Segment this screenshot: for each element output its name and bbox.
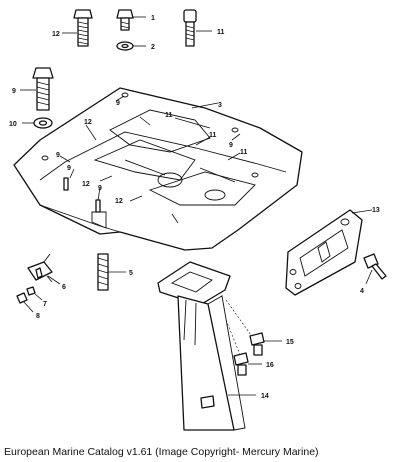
callout-10: 10: [9, 121, 17, 128]
callout-12: 12: [82, 181, 90, 188]
callout-1: 1: [151, 15, 155, 22]
callout-9: 9: [229, 142, 233, 149]
callout-9: 9: [56, 152, 60, 159]
callout-11: 11: [240, 149, 248, 156]
callout-16: 16: [266, 362, 274, 369]
callout-8: 8: [36, 313, 40, 320]
callout-9: 9: [67, 165, 71, 172]
callout-6: 6: [62, 284, 66, 291]
part-2-washer: [116, 41, 146, 51]
callout-12: 12: [115, 198, 123, 205]
part-14-column: [157, 261, 259, 431]
callout-14: 14: [261, 393, 269, 400]
callout-11: 11: [209, 132, 217, 139]
part-16-bolt: [233, 352, 262, 376]
callout-7: 7: [43, 301, 47, 308]
part-6-sensor: [27, 253, 61, 285]
callout-15: 15: [286, 339, 294, 346]
callout-2: 2: [151, 44, 155, 51]
part-9-bolt: [20, 67, 54, 111]
callout-13: 13: [372, 207, 380, 214]
part-3-mounting-plate: [13, 87, 303, 251]
part-1-bolt: [116, 9, 146, 31]
part-15-bolt: [249, 332, 282, 356]
callout-9: 9: [116, 100, 120, 107]
part-4-screw: [363, 253, 387, 285]
callout-12: 12: [52, 31, 60, 38]
part-12-bolt: [62, 9, 93, 47]
callout-9: 9: [98, 185, 102, 192]
part-7-pin: [26, 286, 43, 301]
part-10-washer: [22, 117, 53, 129]
callout-11: 11: [165, 112, 173, 119]
callout-9: 9: [12, 88, 16, 95]
part-13-bracket: [285, 209, 373, 296]
parts-diagram: 12 1 2 11 9 10 3 9 12 11 11 9 11 9 9 12 …: [9, 9, 387, 431]
part-5-stud: [97, 253, 126, 291]
callout-3: 3: [218, 102, 222, 109]
callout-11: 11: [217, 29, 225, 36]
image-caption: European Marine Catalog v1.61 (Image Cop…: [4, 446, 319, 458]
part-8-pin: [16, 292, 34, 313]
callout-12: 12: [84, 119, 92, 126]
part-11-screw: [183, 9, 212, 47]
callout-5: 5: [129, 270, 133, 277]
callout-4: 4: [360, 288, 364, 295]
